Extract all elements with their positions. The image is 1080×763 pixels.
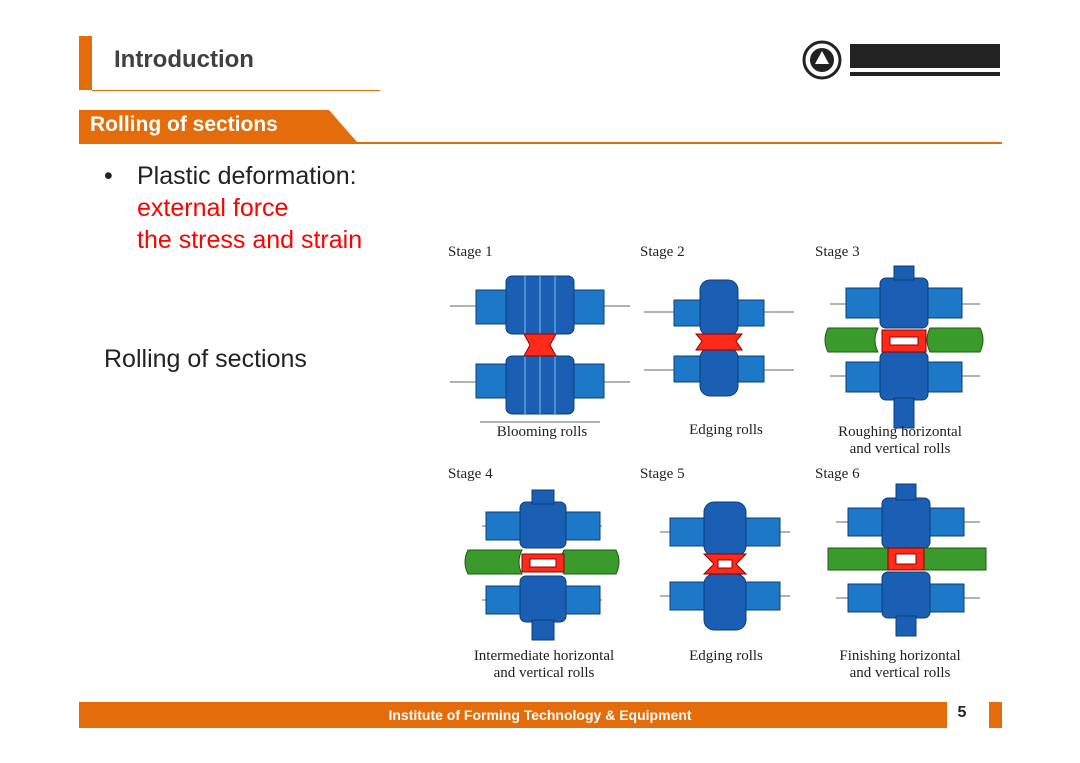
stage-label: Stage 5 <box>640 466 685 482</box>
page-number-box <box>947 702 989 728</box>
footer-bar <box>79 702 1002 728</box>
caption-line: and vertical rolls <box>849 665 951 681</box>
university-logo <box>802 40 1000 80</box>
stage-label: Stage 3 <box>815 244 860 260</box>
slide-title: Introduction <box>114 46 254 73</box>
caption-line: Edging rolls <box>689 422 763 438</box>
stage-2-edging-drawing <box>644 279 794 397</box>
section-rule <box>79 142 1002 144</box>
footer-institute: Institute of Forming Technology & Equipm… <box>388 707 692 723</box>
caption-line: Finishing horizontal <box>839 648 961 664</box>
stage-caption: Edging rolls <box>666 648 786 665</box>
stage-6-finishing-drawing <box>827 483 987 637</box>
stage-3-roughing-drawing <box>824 265 984 429</box>
title-accent-bar <box>79 36 92 90</box>
stage-label: Stage 2 <box>640 244 685 260</box>
caption-line: and vertical rolls <box>493 665 595 681</box>
bullet-icon: • <box>104 162 113 190</box>
bullet-text: Plastic deformation: <box>137 162 357 190</box>
page-number: 5 <box>957 704 967 721</box>
caption-line: Blooming rolls <box>496 424 588 440</box>
subheading: Rolling of sections <box>104 345 307 373</box>
emphasis-line-1: external force <box>137 194 289 222</box>
stage-5-edging-drawing <box>660 501 790 631</box>
caption-line: Roughing horizontal <box>838 424 962 440</box>
section-tab-shape <box>79 110 357 142</box>
emphasis-line-2: the stress and strain <box>137 226 363 254</box>
caption-line: Intermediate horizontal <box>473 648 615 664</box>
stage-4-intermediate-drawing <box>464 489 620 641</box>
stage-caption: Edging rolls <box>666 422 786 439</box>
stage-caption: Intermediate horizontal and vertical rol… <box>446 648 642 682</box>
caption-line: and vertical rolls <box>849 441 951 457</box>
stage-caption: Blooming rolls <box>478 424 606 441</box>
stage-1-blooming-drawing <box>450 275 630 423</box>
title-underline <box>92 90 380 91</box>
caption-line: Edging rolls <box>689 648 763 664</box>
stage-label: Stage 6 <box>815 466 860 482</box>
stage-label: Stage 4 <box>448 466 493 482</box>
section-heading: Rolling of sections <box>90 113 278 136</box>
stage-label: Stage 1 <box>448 244 493 260</box>
stage-caption: Finishing horizontal and vertical rolls <box>812 648 988 682</box>
stage-caption: Roughing horizontal and vertical rolls <box>812 424 988 458</box>
